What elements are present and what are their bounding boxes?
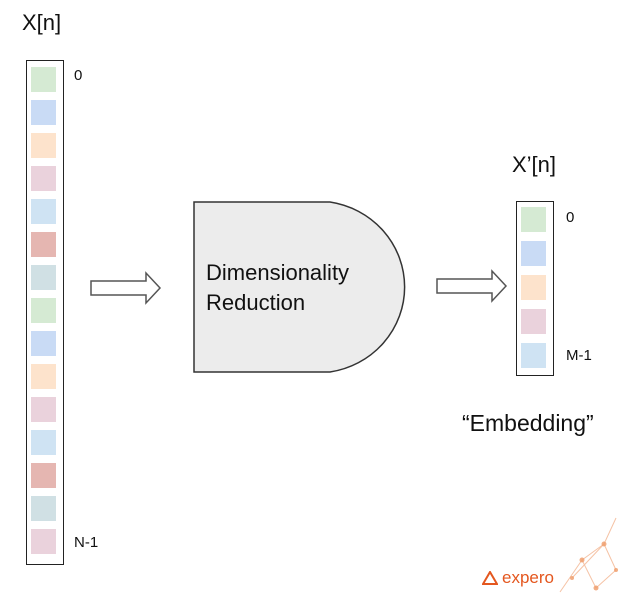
output-vector-cell	[521, 275, 546, 300]
input-vector-cell	[31, 529, 56, 554]
input-vector-cell	[31, 265, 56, 290]
input-vector-cell	[31, 496, 56, 521]
output-vector-cell	[521, 241, 546, 266]
output-vector-title: X’[n]	[512, 152, 557, 177]
input-vector-cell	[31, 397, 56, 422]
input-vector-cell	[31, 298, 56, 323]
input-vector-cell	[31, 364, 56, 389]
output-first-index: 0	[566, 209, 575, 226]
input-first-index: 0	[74, 67, 83, 84]
input-vector-cell	[31, 430, 56, 455]
input-vector-title: X[n]	[22, 10, 62, 35]
input-vector-cell	[31, 133, 56, 158]
output-last-index: M-1	[566, 347, 592, 364]
embedding-caption: “Embedding”	[462, 410, 594, 436]
block-label-line1: Dimensionality	[206, 260, 350, 285]
output-vector-cell	[521, 343, 546, 368]
network-decoration	[559, 517, 618, 593]
expero-logo-icon	[482, 571, 498, 585]
block-label-line2: Reduction	[206, 290, 306, 315]
expero-logo: expero	[482, 568, 554, 588]
input-vector	[26, 60, 64, 565]
input-vector-cell	[31, 232, 56, 257]
output-vector-cell	[521, 309, 546, 334]
output-vector-cell	[521, 207, 546, 232]
output-arrow	[436, 269, 508, 303]
input-arrow	[90, 271, 162, 305]
output-vector	[516, 201, 554, 376]
dimensionality-reduction-block	[193, 201, 406, 373]
expero-logo-text: expero	[502, 568, 554, 587]
block-label: Dimensionality Reduction	[206, 258, 349, 318]
input-vector-cell	[31, 331, 56, 356]
input-vector-cell	[31, 67, 56, 92]
input-last-index: N-1	[74, 534, 99, 551]
input-vector-cell	[31, 463, 56, 488]
input-vector-cell	[31, 199, 56, 224]
input-vector-cell	[31, 100, 56, 125]
input-vector-cell	[31, 166, 56, 191]
